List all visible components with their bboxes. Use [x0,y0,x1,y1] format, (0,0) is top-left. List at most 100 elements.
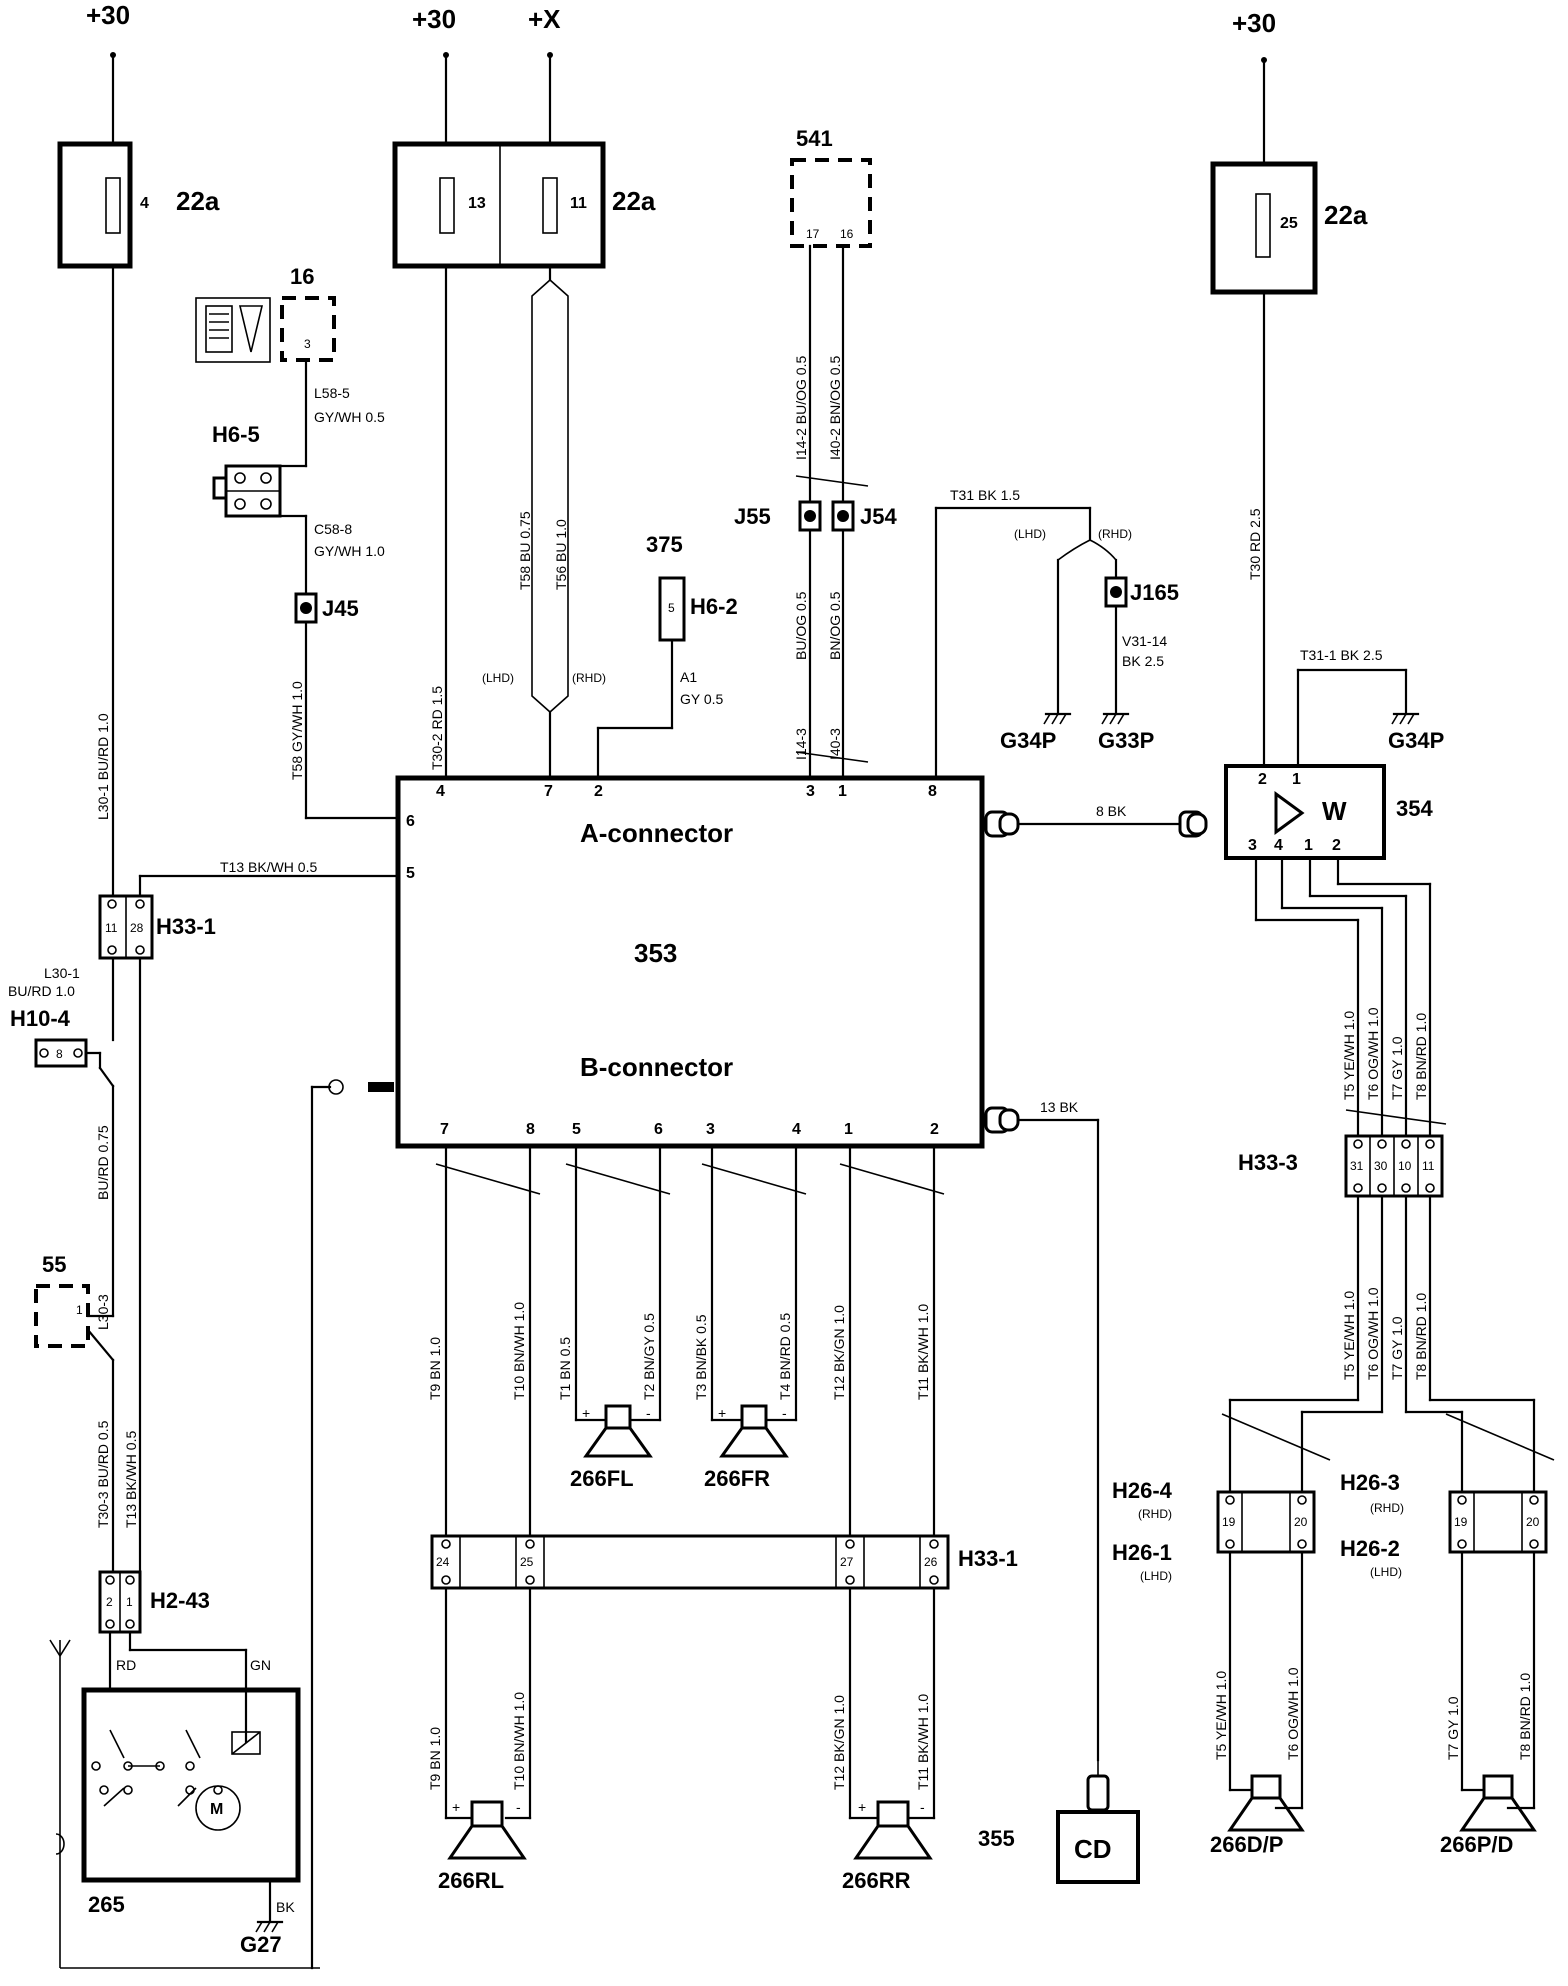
svg-text:+: + [858,1799,866,1815]
svg-text:T4 BN/RD 0.5: T4 BN/RD 0.5 [777,1313,793,1400]
svg-text:T8 BN/RD 1.0: T8 BN/RD 1.0 [1413,1293,1429,1380]
fuse-box-label: 22a [1324,200,1368,230]
svg-text:1: 1 [76,1303,83,1317]
svg-text:16: 16 [840,227,854,241]
svg-text:GY/WH 1.0: GY/WH 1.0 [314,543,385,559]
b-connector-label: B-connector [580,1052,733,1082]
svg-text:J54: J54 [860,504,897,529]
unit-55: 55 1 [34,1252,90,1348]
radio-unit-353: A-connector 353 B-connector 4 7 2 3 1 8 … [328,775,1020,1149]
ground-g34p-left: G34P [1000,558,1072,753]
svg-text:19: 19 [1454,1515,1468,1529]
svg-text:2: 2 [106,1595,113,1609]
svg-text:1: 1 [126,1595,133,1609]
svg-text:T5 YE/WH 1.0: T5 YE/WH 1.0 [1341,1291,1357,1380]
svg-text:T6 OG/WH 1.0: T6 OG/WH 1.0 [1365,1287,1381,1380]
fuse-box-label: 22a [176,186,220,216]
splice-j165: J165 [1104,576,1179,608]
ground-g33p: G33P [1098,604,1154,753]
fuse-11-label: 11 [570,195,587,212]
svg-text:RD: RD [116,1657,136,1673]
svg-text:T12 BK/GN 1.0: T12 BK/GN 1.0 [831,1695,847,1790]
svg-text:T10 BN/WH 1.0: T10 BN/WH 1.0 [511,1692,527,1790]
svg-text:A1: A1 [680,669,697,685]
amplifier-354: W 354 2 1 3 4 1 2 [1178,764,1433,860]
svg-text:J45: J45 [322,596,359,621]
svg-text:28: 28 [130,921,144,935]
splice-j55: J55 [734,500,822,532]
svg-text:T1 BN 0.5: T1 BN 0.5 [557,1337,573,1400]
ground-g27: G27 BK [240,1878,295,1957]
svg-text:T8 BN/RD 1.0: T8 BN/RD 1.0 [1517,1673,1533,1760]
wire-labels-horizontal: L58-5 GY/WH 0.5 C58-8 GY/WH 1.0 T13 BK/W… [8,385,1383,1673]
svg-text:(LHD): (LHD) [1140,1569,1172,1583]
svg-text:T30-3 BU/RD 0.5: T30-3 BU/RD 0.5 [95,1420,111,1528]
svg-text:7: 7 [440,1121,449,1138]
fuse-box-22a-mid: 13 11 22a [392,141,656,269]
svg-text:1: 1 [838,783,847,800]
svg-text:-: - [782,1405,787,1421]
fuse-25-label: 25 [1280,215,1298,232]
supply-label-x: +X [528,4,561,34]
svg-text:H10-4: H10-4 [10,1006,71,1031]
connector-h26-right: 19 20 H26-3 (RHD) H26-2 (LHD) [1340,1470,1548,1579]
svg-text:H33-1: H33-1 [958,1546,1018,1571]
svg-text:T12 BK/GN 1.0: T12 BK/GN 1.0 [831,1305,847,1400]
svg-text:GY/WH 0.5: GY/WH 0.5 [314,409,385,425]
svg-text:3: 3 [706,1121,715,1138]
supply-label-30-mid: +30 [412,4,456,34]
svg-text:I40-3: I40-3 [827,728,843,760]
svg-text:H2-43: H2-43 [150,1588,210,1613]
a-connector-label: A-connector [580,818,733,848]
speaker-266rl: 266RL [438,1800,527,1893]
display-icon [195,297,271,363]
svg-text:J55: J55 [734,504,771,529]
svg-text:2: 2 [930,1121,939,1138]
svg-text:266FL: 266FL [570,1466,634,1491]
svg-text:T8 BN/RD 1.0: T8 BN/RD 1.0 [1413,1013,1429,1100]
svg-text:T30-2 RD 1.5: T30-2 RD 1.5 [429,686,445,770]
svg-text:+: + [582,1405,590,1421]
svg-text:266RR: 266RR [842,1868,911,1893]
svg-text:11: 11 [1422,1159,1435,1173]
svg-text:4: 4 [792,1121,801,1138]
svg-text:27: 27 [840,1555,854,1569]
unit-541: 541 17 16 [790,126,872,248]
svg-text:26: 26 [924,1555,938,1569]
svg-text:T13 BK/WH 0.5: T13 BK/WH 0.5 [220,859,317,875]
fuse-4-label: 4 [140,195,149,212]
svg-text:5: 5 [406,865,415,882]
svg-text:L58-5: L58-5 [314,385,350,401]
svg-text:T5 YE/WH 1.0: T5 YE/WH 1.0 [1341,1011,1357,1100]
svg-text:H26-1: H26-1 [1112,1540,1172,1565]
fuse-box-22a-right: 25 22a [1210,161,1368,295]
speaker-polarity: + - + - + - + - [452,1405,925,1815]
svg-text:H6-5: H6-5 [212,422,260,447]
amplifier-w-label: W [1322,796,1347,826]
svg-text:8: 8 [526,1121,535,1138]
svg-text:20: 20 [1526,1515,1540,1529]
svg-text:G27: G27 [240,1932,282,1957]
svg-text:T6 OG/WH 1.0: T6 OG/WH 1.0 [1285,1667,1301,1760]
svg-text:1: 1 [1304,837,1313,854]
antenna-unit-265: M 265 [49,1639,320,1969]
svg-text:17: 17 [806,227,820,241]
unit-354-label: 354 [1396,796,1433,821]
svg-text:T9 BN 1.0: T9 BN 1.0 [427,1727,443,1790]
svg-text:H6-2: H6-2 [690,594,738,619]
svg-text:H26-4: H26-4 [1112,1478,1173,1503]
svg-text:GN: GN [250,1657,271,1673]
svg-text:T31 BK 1.5: T31 BK 1.5 [950,487,1020,503]
svg-text:BK 2.5: BK 2.5 [1122,653,1164,669]
svg-text:L30-1 BU/RD 1.0: L30-1 BU/RD 1.0 [95,713,111,820]
speaker-266dp: 266D/P [1210,1774,1305,1857]
svg-text:T7 GY 1.0: T7 GY 1.0 [1389,1316,1405,1380]
svg-text:3: 3 [304,337,311,351]
wire-labels-vertical: L30-1 BU/RD 1.0 BU/RD 0.75 L30-3 T30-3 B… [95,356,1533,1790]
speaker-266fr: 266FR [704,1404,789,1491]
svg-text:BU/RD 0.75: BU/RD 0.75 [95,1125,111,1200]
svg-text:G34P: G34P [1388,728,1444,753]
svg-text:H33-3: H33-3 [1238,1150,1298,1175]
svg-text:T30 RD 2.5: T30 RD 2.5 [1247,508,1263,580]
speaker-266fl: 266FL [570,1404,653,1491]
